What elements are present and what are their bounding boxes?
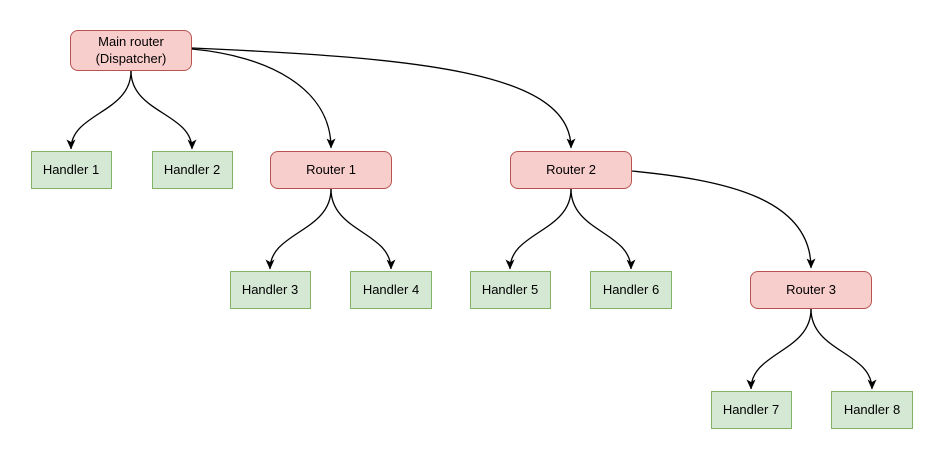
- edge-r3-to-h7: [746, 308, 812, 390]
- node-h3: Handler 3: [229, 271, 311, 309]
- node-h8: Handler 8: [831, 391, 913, 429]
- node-main: Main router (Dispatcher): [70, 30, 192, 71]
- edge-main-to-h1: [66, 70, 132, 150]
- edge-r2-to-h5: [505, 188, 572, 270]
- node-h5: Handler 5: [469, 271, 551, 309]
- edge-r3-to-h8: [810, 308, 877, 390]
- node-h2: Handler 2: [151, 151, 233, 189]
- edge-main-to-h2: [130, 70, 197, 150]
- node-h7: Handler 7: [710, 391, 792, 429]
- edge-r1-to-h3: [265, 188, 332, 270]
- node-r3: Router 3: [750, 271, 872, 309]
- node-h6: Handler 6: [590, 271, 672, 309]
- node-h4: Handler 4: [350, 271, 432, 309]
- edge-r2-to-h6: [570, 188, 636, 270]
- node-r1: Router 1: [270, 151, 392, 189]
- edge-main-to-r1: [191, 48, 336, 149]
- edge-main-to-r2: [191, 47, 576, 149]
- node-r2: Router 2: [510, 151, 632, 189]
- edge-r1-to-h4: [330, 188, 396, 270]
- node-h1: Handler 1: [30, 151, 112, 189]
- edge-r2-to-r3: [631, 170, 816, 269]
